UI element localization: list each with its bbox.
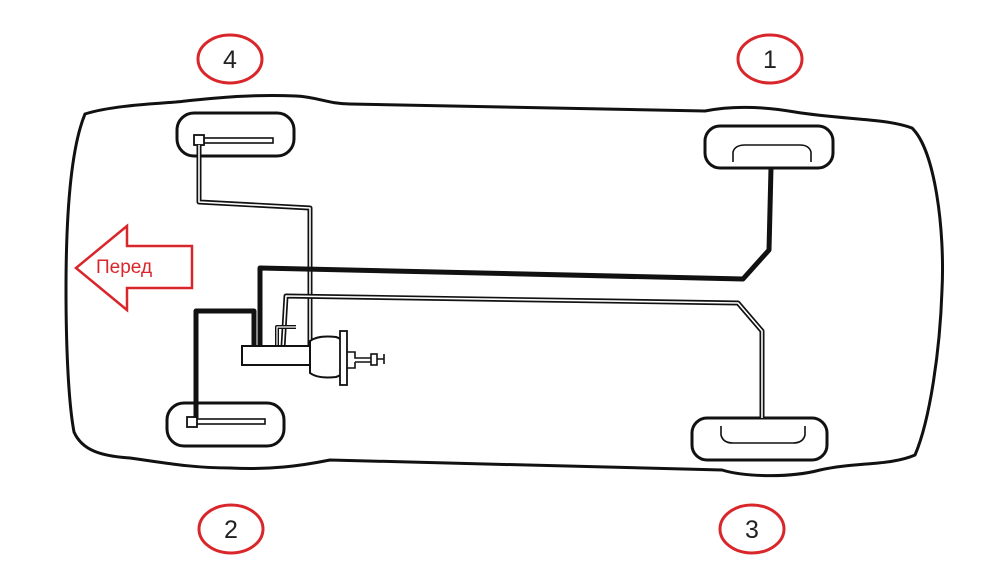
master-cylinder	[241, 345, 311, 366]
wheel-front-left	[175, 111, 296, 158]
booster-flange	[339, 330, 348, 386]
car-body-outline	[64, 93, 944, 478]
master-cylinder-assembly	[241, 330, 385, 386]
wheel-number-2: 2	[224, 516, 238, 544]
wheel-rear-right	[690, 416, 829, 462]
pushrod-fork	[370, 353, 378, 366]
brake-line-rear-left	[257, 167, 774, 346]
caliper-slot-front-right	[192, 418, 266, 425]
wheel-rear-left	[703, 124, 835, 170]
wheel-marker-4: 4	[196, 33, 264, 85]
pushrod	[347, 351, 371, 369]
wheel-number-3: 3	[745, 516, 759, 544]
wheel-marker-1: 1	[736, 33, 804, 85]
wheel-number-4: 4	[223, 46, 237, 74]
arrow-left-icon	[74, 223, 194, 313]
brake-line-front-right	[193, 308, 257, 418]
caliper-fitting-front-left	[193, 134, 205, 146]
drum-rear-right	[720, 426, 806, 444]
caliper-slot-front-left	[199, 137, 274, 144]
wheel-marker-3: 3	[718, 503, 786, 555]
front-direction-arrow: Перед	[74, 223, 194, 313]
brake-line-front-left	[196, 145, 313, 347]
wheel-number-1: 1	[763, 46, 777, 74]
brake-line-rear-right	[275, 293, 765, 418]
front-label: Перед	[96, 257, 152, 278]
drum-rear-left	[732, 144, 812, 162]
wheel-marker-2: 2	[197, 503, 265, 555]
caliper-fitting-front-right	[186, 416, 198, 428]
